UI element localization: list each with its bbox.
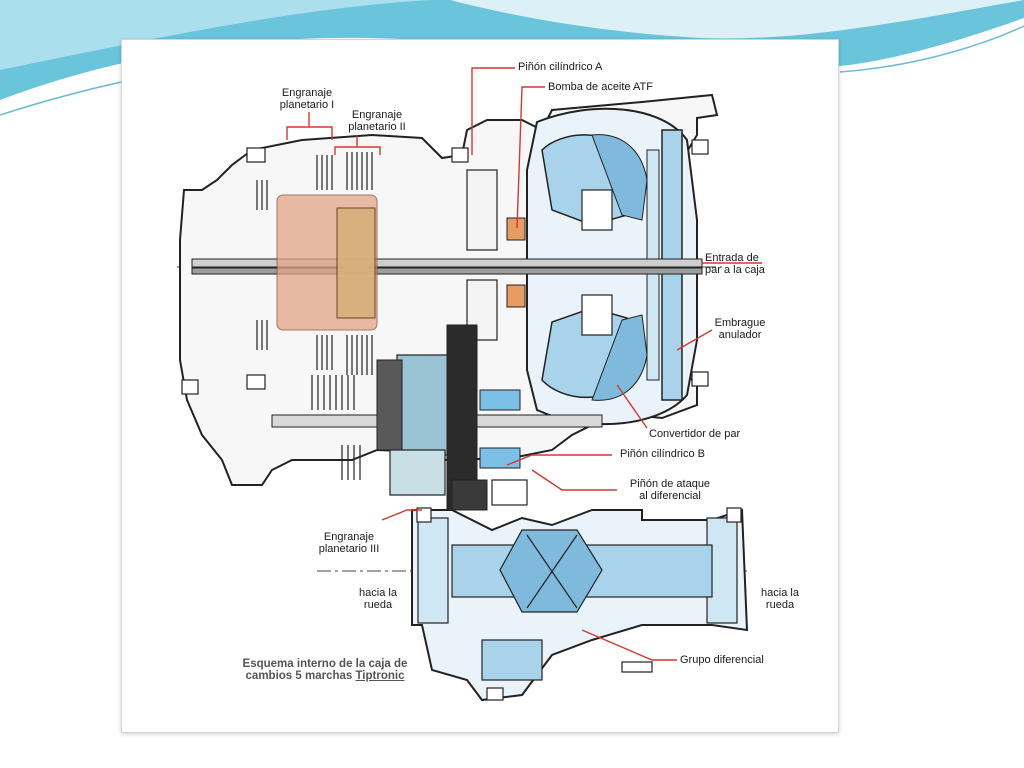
label-annular-clutch-line2: anulador	[718, 329, 762, 341]
label-drive-pinion-line1: Piñón de ataque	[629, 478, 711, 490]
label-planetary-gear-2-line1: Engranaje	[351, 109, 403, 121]
label-planetary-gear-2: Engranaje planetario II	[332, 109, 422, 133]
label-planetary-gear-1-line2: planetario I	[279, 99, 335, 111]
label-torque-converter: Convertidor de par	[649, 428, 741, 440]
label-drive-pinion-line2: al diferencial	[639, 490, 701, 502]
label-to-wheel-left-line1: hacia la	[359, 587, 397, 599]
caption-line2-text: cambios 5 marchas	[245, 670, 356, 682]
label-planetary-gear-3-line2: planetario III	[318, 543, 380, 555]
label-atf-pump: Bomba de aceite ATF	[548, 81, 653, 93]
label-torque-input-line1: Entrada de	[705, 252, 759, 264]
label-planetary-gear-1: Engranaje planetario I	[262, 87, 352, 111]
label-planetary-gear-1-line1: Engranaje	[281, 87, 333, 99]
label-differential: Grupo diferencial	[680, 654, 764, 666]
label-drive-pinion: Piñón de ataque al diferencial	[620, 478, 720, 502]
figure-caption: Esquema interno de la caja de cambios 5 …	[210, 658, 440, 682]
label-to-wheel-left: hacia la rueda	[348, 587, 408, 611]
label-to-wheel-right-line1: hacia la	[761, 587, 799, 599]
label-annular-clutch: Embrague anulador	[702, 317, 778, 341]
transmission-figure: Engranaje planetario I Engranaje planeta…	[121, 39, 839, 733]
label-annular-clutch-line1: Embrague	[714, 317, 766, 329]
label-pinion-b: Piñón cilíndrico B	[620, 448, 705, 460]
label-planetary-gear-3-line1: Engranaje	[323, 531, 375, 543]
caption-line1: Esquema interno de la caja de	[242, 658, 408, 670]
label-planetary-gear-2-line2: planetario II	[348, 121, 406, 133]
label-to-wheel-right: hacia la rueda	[750, 587, 810, 611]
label-planetary-gear-3: Engranaje planetario III	[304, 531, 394, 555]
label-torque-input-line2: par a la caja	[705, 264, 765, 276]
label-to-wheel-left-line2: rueda	[363, 599, 393, 611]
label-pinion-a: Piñón cilíndrico A	[518, 61, 603, 73]
caption-brand: Tiptronic	[355, 670, 405, 682]
transmission-cutaway-drawing	[177, 67, 762, 702]
caption-line2: cambios 5 marchas Tiptronic	[210, 670, 440, 682]
label-torque-input: Entrada de par a la caja	[705, 252, 765, 276]
label-to-wheel-right-line2: rueda	[765, 599, 795, 611]
